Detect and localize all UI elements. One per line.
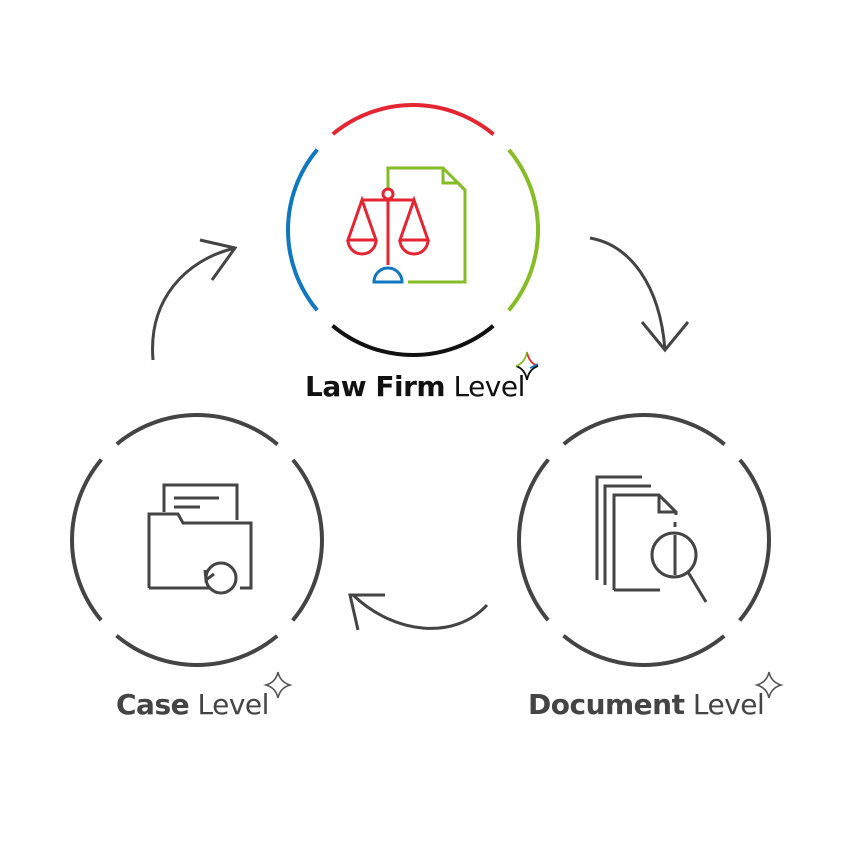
scales-document-icon [345, 166, 467, 284]
case-level-label: Case Level [116, 688, 269, 721]
label-bold: Law Firm [305, 370, 446, 403]
label-light: Level [197, 688, 270, 721]
sparkle-icon-document [754, 671, 784, 699]
label-bold: Case [116, 688, 190, 721]
label-light: Level [453, 370, 525, 403]
label-light: Level [692, 688, 765, 721]
case-circle [70, 413, 324, 667]
arrow-law-to-document [589, 236, 690, 353]
sparkle-icon-law [515, 351, 539, 381]
documents-search-icon [595, 475, 708, 603]
document-level-label: Document Level [528, 688, 765, 721]
arc-blue [286, 103, 540, 357]
law-firm-level-label: Law Firm Level [305, 370, 525, 403]
arc-black [286, 103, 540, 357]
arc-red [286, 103, 540, 357]
sparkle-icon-case [263, 671, 293, 699]
arrow-document-to-case [348, 593, 489, 631]
arc-green [286, 103, 540, 357]
document-circle [517, 413, 771, 667]
law-firm-circle [286, 103, 540, 357]
folder-refresh-icon [147, 483, 253, 595]
arrow-case-to-law [151, 238, 238, 361]
label-bold: Document [528, 688, 685, 721]
